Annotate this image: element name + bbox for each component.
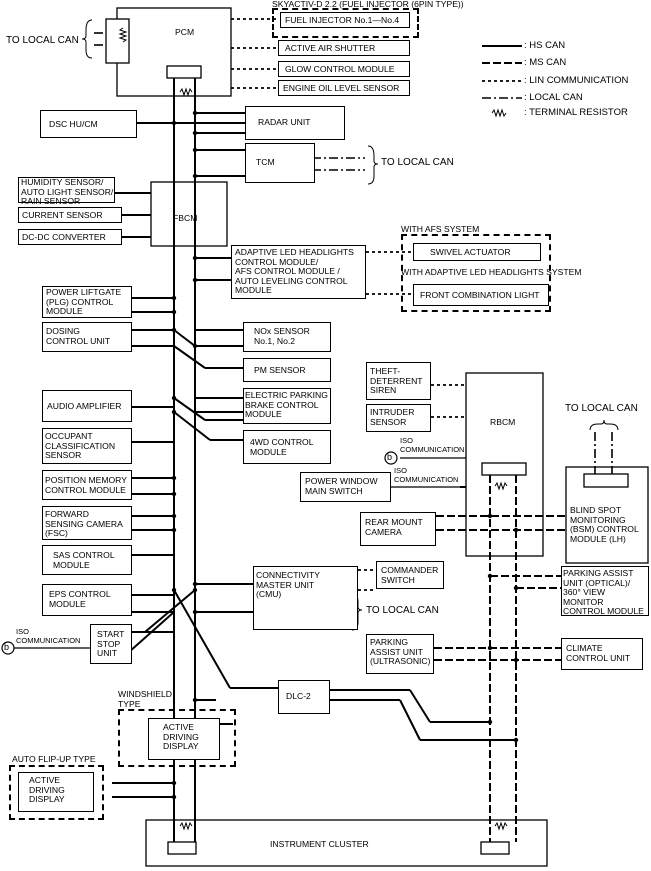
bsm-label: BLIND SPOT MONITORING (BSM) CONTROL MODU…: [570, 505, 639, 544]
engine-oil-level-sensor-box: ENGINE OIL LEVEL SENSOR: [278, 80, 410, 96]
tcm-box: TCM: [245, 143, 315, 183]
dsc-hu-cm-box: DSC HU/CM: [40, 110, 137, 138]
active-driving-display-flip-box: ACTIVE DRIVING DISPLAY: [18, 772, 94, 812]
commander-switch-box: COMMANDER SWITCH: [376, 561, 444, 589]
to-local-can-bsm: TO LOCAL CAN: [565, 403, 638, 414]
electric-parking-brake-box: ELECTRIC PARKING BRAKE CONTROL MODULE: [243, 388, 331, 424]
sas-control-module-box: SAS CONTROL MODULE: [42, 545, 132, 575]
legend-local-can: : LOCAL CAN: [524, 92, 583, 103]
legend-ms-can: : MS CAN: [524, 57, 567, 68]
position-memory-box: POSITION MEMORY CONTROL MODULE: [42, 470, 132, 500]
pm-sensor-box: PM SENSOR: [243, 358, 331, 382]
skyactiv-note: SKYACTIV-D 2.2 (FUEL INJECTOR (6PIN TYPE…: [272, 0, 464, 9]
with-adaptive-led-label: WITH ADAPTIVE LED HEADLIGHTS SYSTEM: [401, 267, 582, 277]
iso-communication-mid: ISO COMMUNICATION: [394, 466, 459, 484]
b-marker-left: b: [4, 642, 10, 652]
rbcm-label: RBCM: [490, 417, 516, 427]
power-liftgate-box: POWER LIFTGATE (PLG) CONTROL MODULE: [42, 286, 132, 318]
occupant-classification-box: OCCUPANT CLASSIFICATION SENSOR: [42, 428, 132, 464]
climate-control-unit-box: CLIMATE CONTROL UNIT: [561, 638, 643, 670]
front-combination-light-box: FRONT COMBINATION LIGHT: [413, 284, 549, 306]
windshield-group: [118, 709, 236, 767]
iso-communication-left: ISO COMMUNICATION: [16, 627, 81, 645]
audio-amplifier-box: AUDIO AMPLIFIER: [42, 390, 132, 422]
iso-communication-top: ISO COMMUNICATION: [400, 436, 465, 454]
dc-dc-converter-box: DC-DC CONVERTER: [18, 229, 122, 245]
intruder-sensor-box: INTRUDER SENSOR: [366, 404, 431, 432]
legend-terminal-resistor: : TERMINAL RESISTOR: [524, 107, 628, 118]
parking-assist-ultrasonic-box: PARKING ASSIST UNIT (ULTRASONIC): [366, 634, 434, 674]
parking-assist-optical-box: PARKING ASSIST UNIT (OPTICAL)/ 360° VIEW…: [561, 566, 649, 616]
windshield-type-label: WINDSHIELD TYPE: [118, 689, 172, 709]
with-afs-system-label: WITH AFS SYSTEM: [401, 224, 480, 234]
active-air-shutter-box: ACTIVE AIR SHUTTER: [278, 40, 410, 56]
to-local-can-cmu: TO LOCAL CAN: [366, 605, 439, 616]
swivel-actuator-box: SWIVEL ACTUATOR: [413, 243, 541, 261]
fbcm-label: FBCM: [173, 213, 198, 223]
legend-hs-can: : HS CAN: [524, 40, 566, 51]
b-marker-right: b: [387, 452, 393, 462]
pcm-label: PCM: [175, 27, 195, 37]
dosing-control-unit-box: DOSING CONTROL UNIT: [42, 322, 132, 352]
rear-mount-camera-box: REAR MOUNT CAMERA: [360, 512, 436, 546]
humidity-sensor-box: HUMIDITY SENSOR/ AUTO LIGHT SENSOR/ RAIN…: [18, 177, 115, 206]
to-local-can-tcm: TO LOCAL CAN: [381, 157, 454, 168]
fuel-injector-box: FUEL INJECTOR No.1—No.4: [280, 12, 410, 28]
auto-flip-group: [9, 765, 104, 820]
skyactiv-group: [272, 8, 419, 38]
nox-sensor-box: NOx SENSOR No.1, No.2: [243, 322, 331, 352]
start-stop-unit-box: START STOP UNIT: [90, 624, 132, 664]
adaptive-led-headlights-box: ADAPTIVE LED HEADLIGHTS CONTROL MODULE/ …: [231, 245, 366, 299]
active-driving-display-windshield-box: ACTIVE DRIVING DISPLAY: [148, 718, 220, 760]
forward-sensing-camera-box: FORWARD SENSING CAMERA (FSC): [42, 506, 132, 540]
afs-group: [401, 234, 551, 312]
power-window-switch-box: POWER WINDOW MAIN SWITCH: [300, 472, 391, 502]
dlc-2-box: DLC-2: [278, 680, 330, 714]
legend-lin: : LIN COMMUNICATION: [524, 75, 629, 86]
current-sensor-box: CURRENT SENSOR: [18, 207, 122, 223]
auto-flip-up-type-label: AUTO FLIP-UP TYPE: [12, 754, 96, 764]
to-local-can-label: TO LOCAL CAN: [6, 35, 79, 46]
instrument-cluster-label: INSTRUMENT CLUSTER: [270, 839, 369, 849]
theft-deterrent-siren-box: THEFT- DETERRENT SIREN: [366, 362, 431, 400]
radar-unit-box: RADAR UNIT: [245, 106, 345, 140]
eps-control-module-box: EPS CONTROL MODULE: [42, 584, 132, 616]
4wd-control-module-box: 4WD CONTROL MODULE: [243, 430, 331, 464]
cmu-box: CONNECTIVITY MASTER UNIT (CMU): [253, 566, 358, 630]
glow-control-module-box: GLOW CONTROL MODULE: [278, 61, 410, 77]
